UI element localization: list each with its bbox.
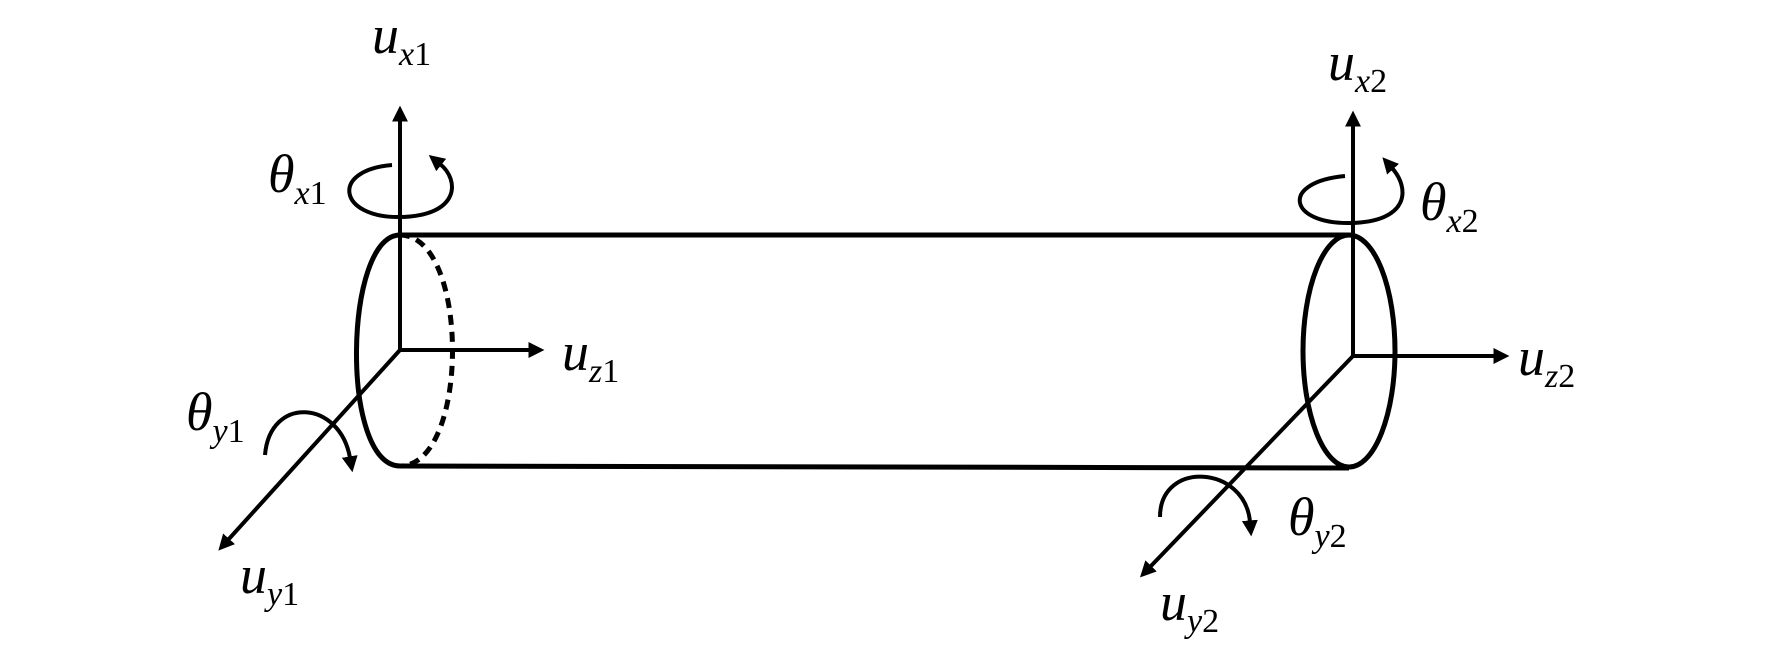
node-2-axes [1140, 110, 1510, 578]
right-end-ellipse [1300, 232, 1398, 470]
theta-x1-label: θx1 [268, 144, 327, 212]
uz1-label: uz1 [562, 322, 620, 390]
uy1-label: uy1 [240, 545, 300, 613]
theta-y1-label: θy1 [186, 382, 245, 450]
theta-x2-label: θx2 [1420, 172, 1479, 240]
thx1-rotation-arrow [347, 154, 454, 220]
ux1-label: ux1 [372, 5, 432, 73]
ux2-label: ux2 [1328, 32, 1388, 100]
left-end-ellipse-front [354, 232, 401, 469]
theta-y2-label: θy2 [1288, 487, 1347, 555]
node-1-axes [218, 105, 545, 551]
uy2-arrow [1140, 354, 1355, 578]
thy1-rotation-arrow [263, 410, 358, 473]
uz2-label: uz2 [1518, 327, 1576, 395]
pipe-bottom-edge [399, 463, 1350, 471]
uy1-arrow [218, 348, 402, 551]
uy2-label: uy2 [1160, 572, 1220, 640]
thx2-rotation-arrow [1297, 157, 1405, 226]
thy2-rotation-arrow [1158, 474, 1258, 537]
